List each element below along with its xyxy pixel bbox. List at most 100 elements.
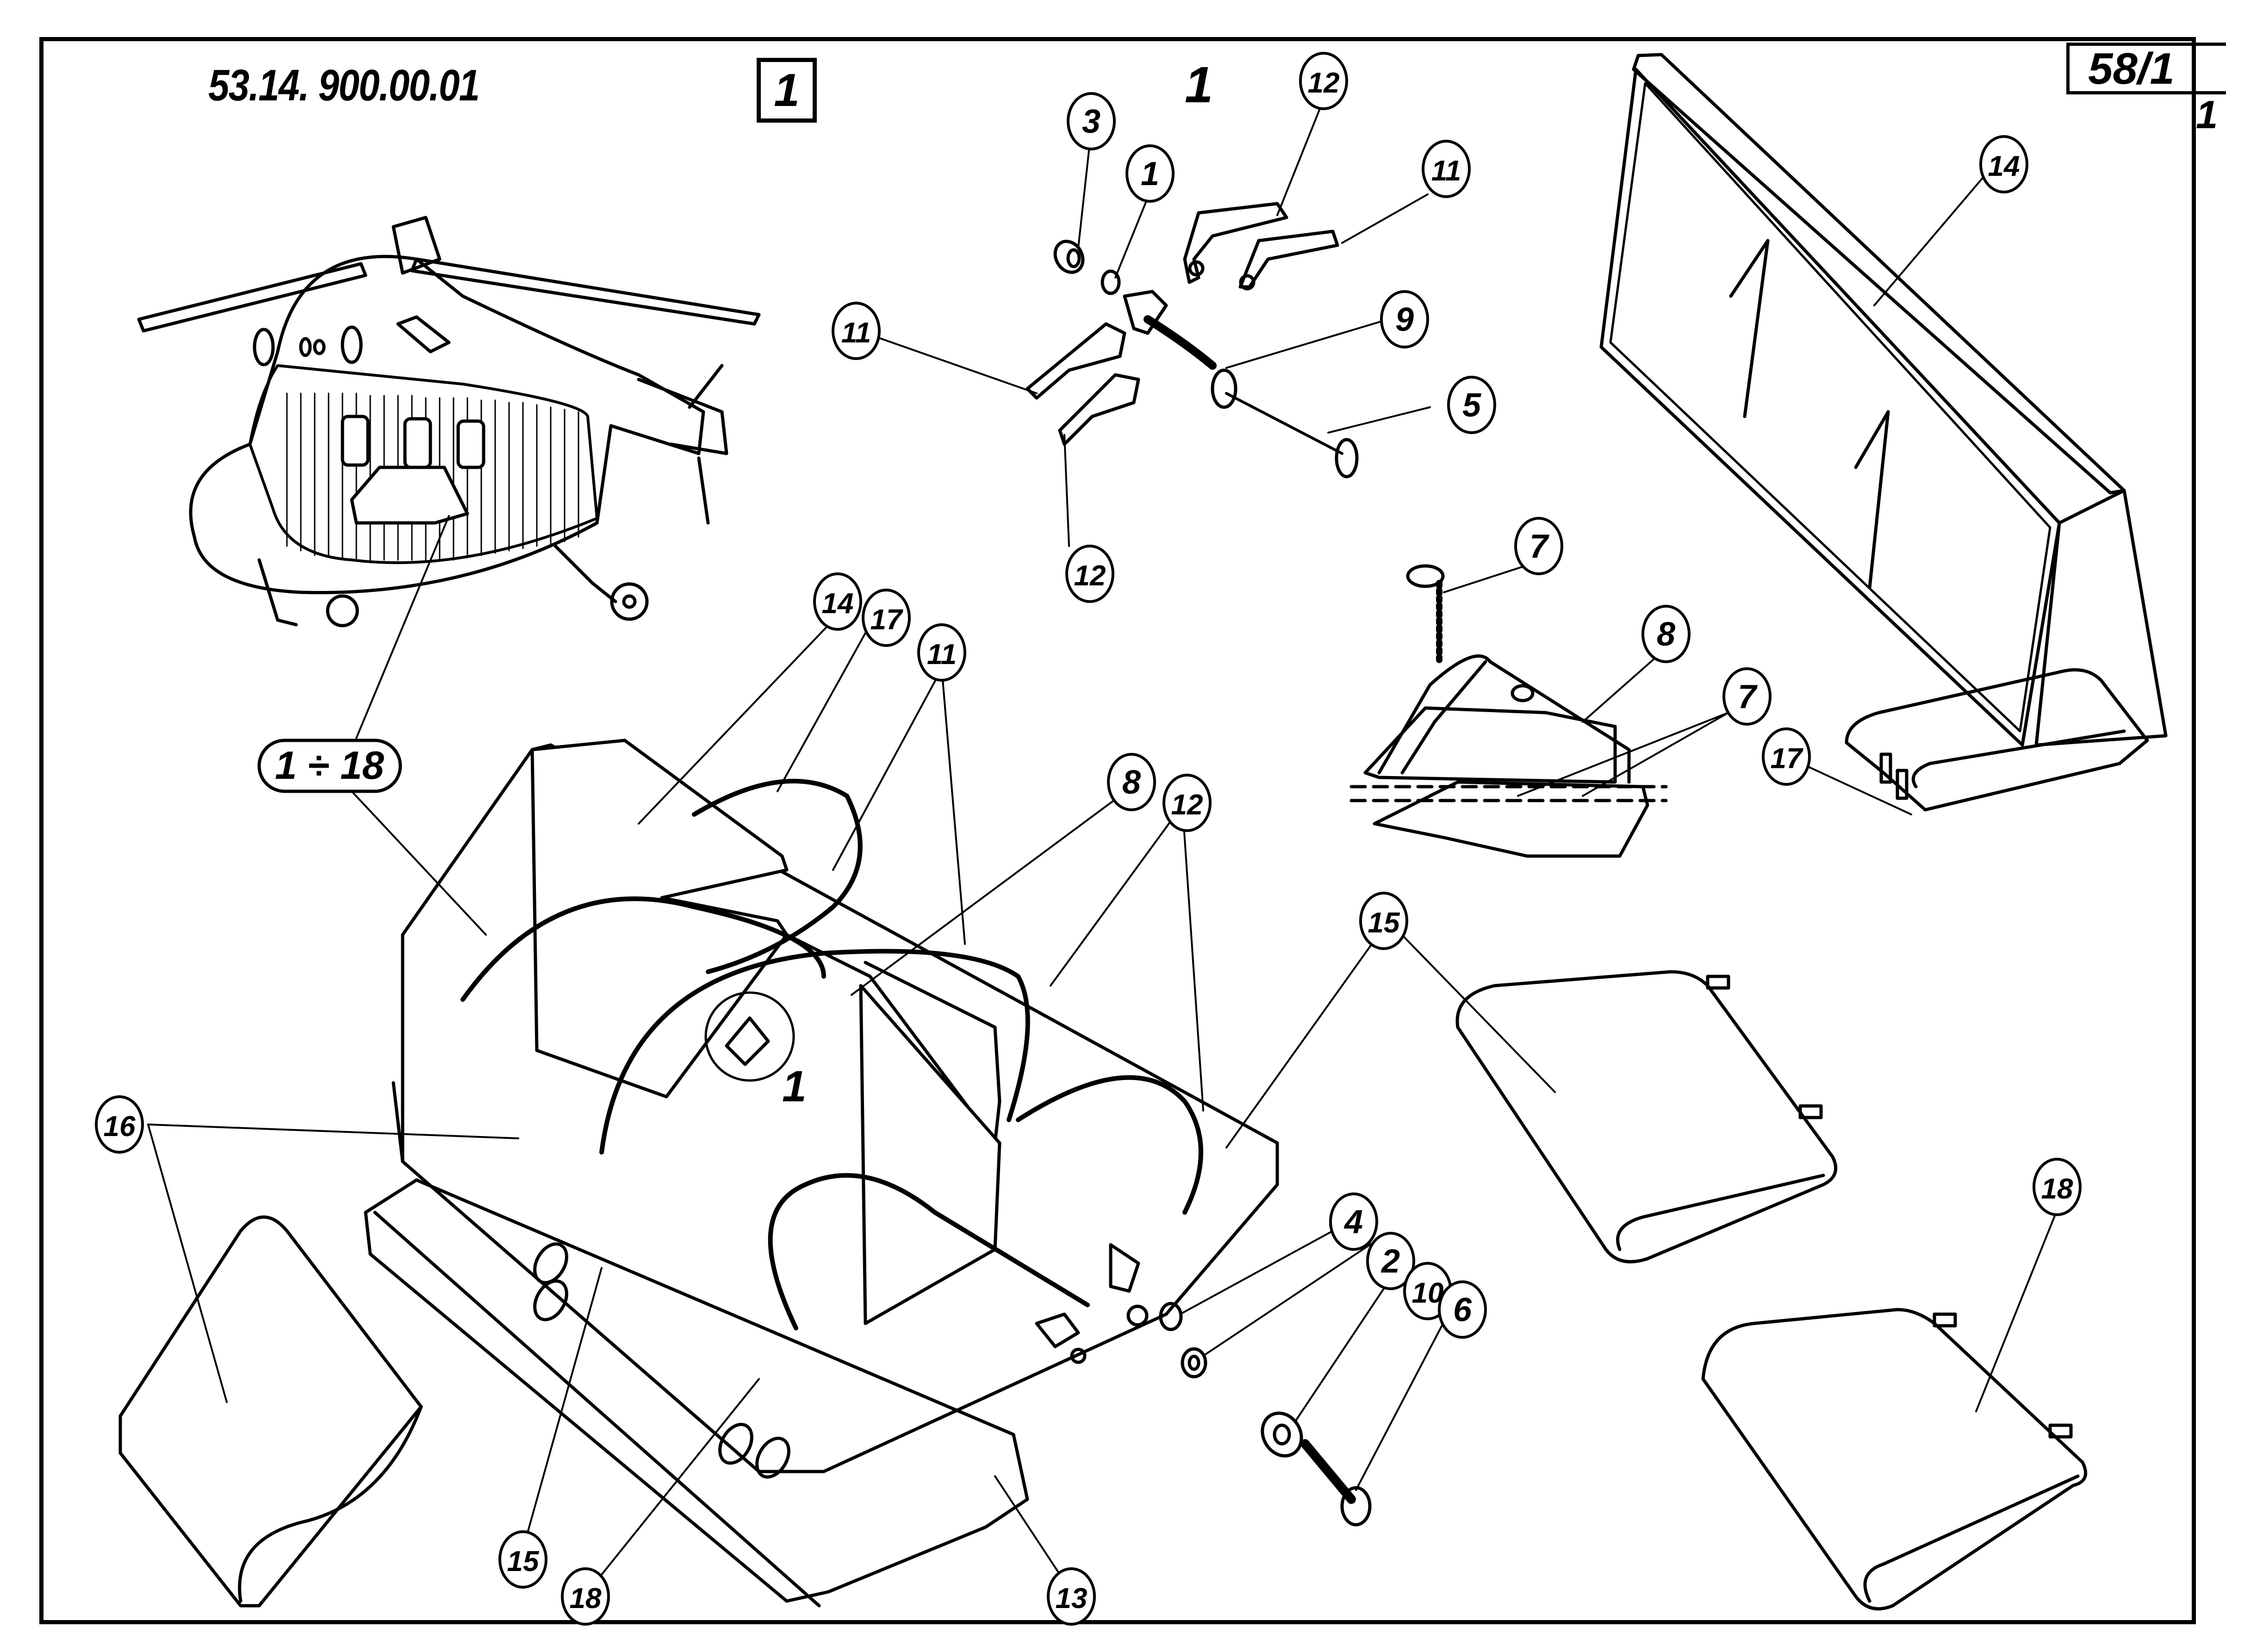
callout-label: 2 [1380,1243,1400,1280]
leader-line [351,790,487,936]
callout-17: 17 [1762,727,1811,786]
callout-balloon [1366,1232,1415,1290]
range-callout-label: 1 ÷ 18 [275,744,384,788]
callout-balloon [1065,545,1114,603]
leader-line [1873,166,1993,306]
callout-9: 9 [1380,290,1429,348]
callout-label: 3 [1082,103,1100,140]
callout-balloon [917,623,966,682]
callout-3: 3 [1067,92,1116,150]
callout-6: 6 [1438,1280,1487,1339]
callout-4: 4 [1329,1192,1378,1251]
callout-balloon [1762,727,1811,786]
seat-cushion-part-18 [1701,1308,2088,1611]
callout-label: 11 [841,317,871,349]
callout-label: 15 [1368,907,1400,939]
callout-label: 12 [1171,789,1203,821]
callout-label: 18 [2041,1173,2073,1205]
callout-11: 11 [832,302,881,360]
callout-balloon [561,1567,610,1626]
callout-2: 2 [1366,1232,1415,1290]
callout-balloon [1359,892,1408,950]
callout-label: 6 [1453,1292,1472,1329]
callout-label: 7 [1738,678,1758,715]
callout-16: 16 [95,1095,144,1154]
callout-11: 11 [1422,140,1471,198]
callout-balloon [1125,144,1175,203]
callout-label: 8 [1657,616,1675,653]
callout-balloon [1299,52,1348,110]
callout-label: 11 [1431,155,1461,187]
callout-label: 15 [507,1546,540,1577]
callout-17: 17 [862,589,911,647]
callout-label: 4 [1343,1204,1363,1241]
callout-label: 1 [1141,155,1159,193]
seat-cushion-part-16 [118,1215,423,1608]
callout-8: 8 [1107,753,1156,811]
fastener-leader-lines [1179,1216,1463,1491]
drawing-frame [39,37,2196,1624]
leader-line [355,515,450,739]
callout-12: 12 [1163,774,1212,832]
callout-14: 14 [1979,135,2028,193]
callout-1: 1 [1125,144,1175,203]
callout-balloon [1722,667,1772,726]
callout-label: 12 [1308,67,1340,99]
callout-balloon [832,302,881,360]
callout-label: 5 [1462,387,1481,424]
callout-7: 7 [1514,517,1563,575]
callout-balloon [1329,1192,1378,1251]
callout-12: 12 [1065,545,1114,603]
callout-balloon [1107,753,1156,811]
detail-leader-lines [864,99,1431,547]
part-16-leader-lines [147,1124,519,1403]
detail-view-label: 1 [1185,56,1213,113]
callout-label: 17 [1771,743,1803,775]
callout-balloon [1380,290,1429,348]
callout-15: 15 [498,1530,547,1589]
callout-balloon [813,572,862,631]
callout-7: 7 [1722,667,1772,726]
detail-view-marker-label: 1 [782,1062,807,1111]
assembly-leader-lines [524,615,1389,1593]
bracket-leader-lines [1443,561,1729,797]
callout-balloon [1641,605,1691,663]
seat-cushion-part-15 [1455,970,1838,1264]
callout-balloon [1438,1280,1487,1339]
callout-balloon [498,1530,547,1589]
main-seat-assembly [364,739,1279,1608]
sheet-reference: 58/1 [2066,43,2226,94]
bracket-detail-part-8 [1349,564,1668,858]
callout-label: 18 [570,1583,602,1615]
fastener-set [1159,1302,1372,1527]
callout-8: 8 [1641,605,1691,663]
latch-mechanism-detail [1026,202,1359,478]
callout-18: 18 [561,1567,610,1626]
leader-line [1975,1209,2058,1412]
callout-label: 9 [1395,301,1414,338]
callout-balloon [1047,1567,1096,1626]
callout-5: 5 [1447,376,1496,434]
partition-panel-part-14 [1599,53,2168,747]
callout-label: 14 [1988,150,2020,182]
callout-13: 13 [1047,1567,1096,1626]
leader-line [1387,920,1556,1093]
seat-cushion-part-17 [1845,668,2149,812]
callout-balloon [1422,140,1471,198]
callout-label: 16 [104,1111,136,1143]
helicopter-illustration [137,216,761,627]
callout-balloon [95,1095,144,1154]
callout-label: 12 [1074,560,1106,592]
callout-label: 11 [927,639,957,671]
callout-14: 14 [813,572,862,631]
range-callout-frame [257,739,402,793]
callout-18: 18 [2033,1158,2082,1216]
callout-15: 15 [1359,892,1408,950]
callout-11: 11 [917,623,966,682]
callout-label: 17 [870,604,903,636]
callout-label: 13 [1056,1583,1088,1615]
figure-box-number: 1 [757,58,817,123]
